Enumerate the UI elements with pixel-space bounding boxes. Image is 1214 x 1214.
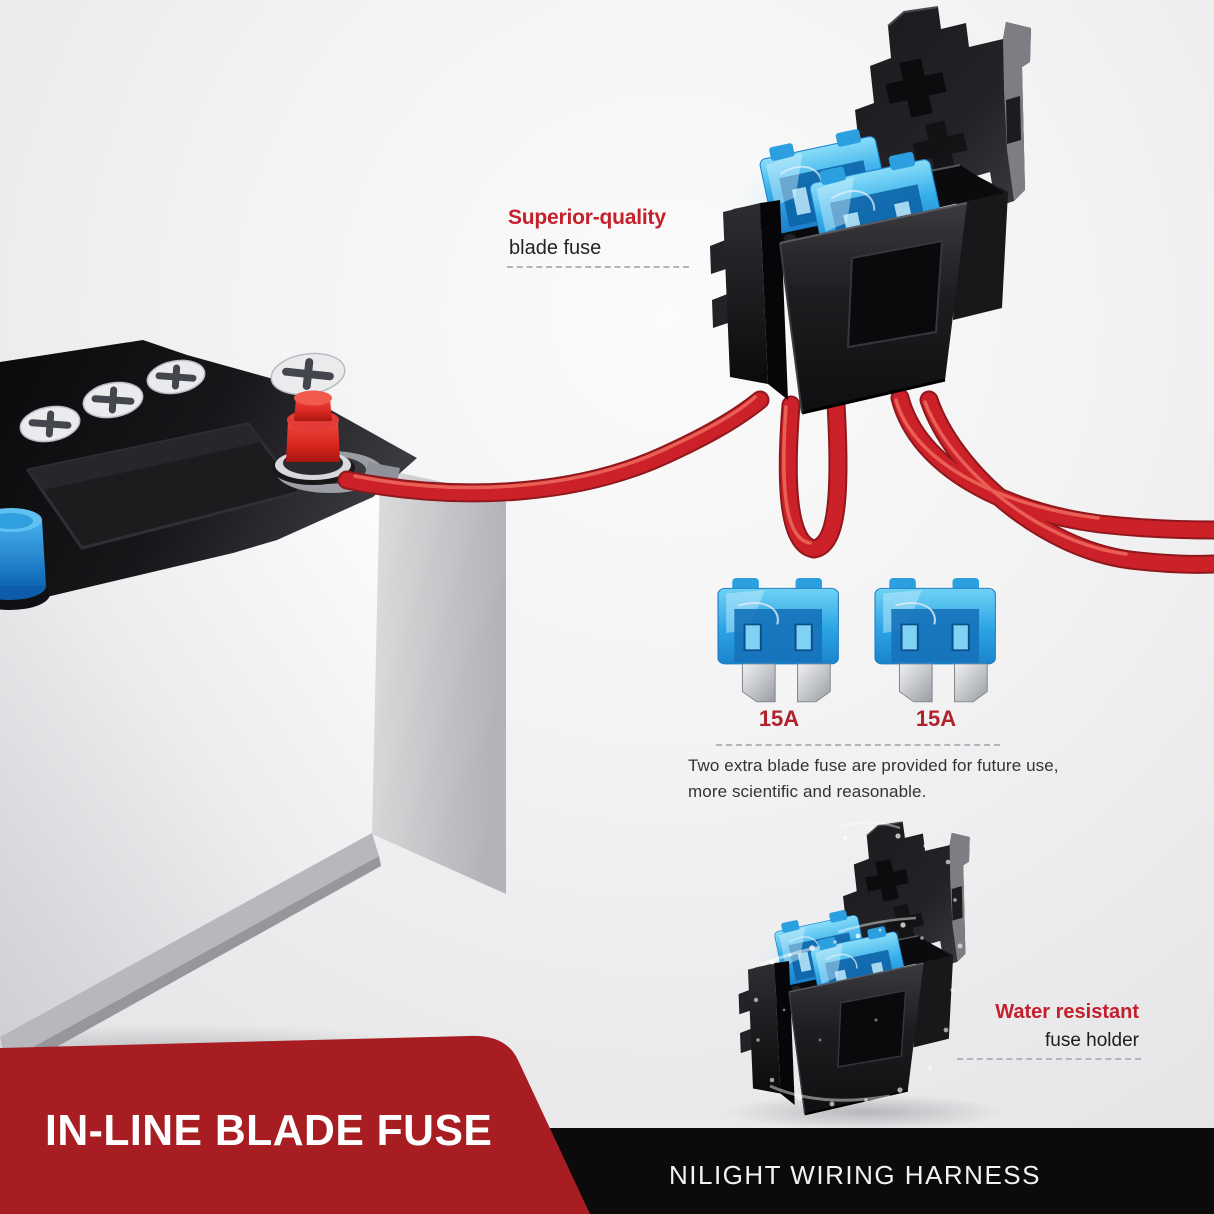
footer-brand-text: NILIGHT WIRING HARNESS [668, 1160, 1041, 1190]
superior-quality-subtitle: blade fuse [509, 237, 602, 259]
footer-black-bar [500, 1128, 1214, 1214]
water-resistant-title: Water resistant [995, 1001, 1139, 1023]
battery-caps [19, 352, 346, 443]
spare-fuses-description-line2: more scientific and reasonable. [688, 782, 927, 801]
water-resistant-subtitle: fuse holder [1044, 1030, 1139, 1051]
wire-out-lower [921, 392, 1214, 572]
water-resistant-callout: Water resistant fuse holder [839, 1001, 1139, 1052]
spare-fuses-divider [716, 744, 1000, 746]
car-battery [0, 340, 506, 1074]
holder-shadow [725, 1094, 1005, 1130]
superior-quality-title: Superior-quality [508, 206, 666, 229]
banner-title: IN-LINE BLADE FUSE [45, 1106, 493, 1155]
spare-fuses-description-line1: Two extra blade fuse are provided for fu… [688, 756, 1059, 775]
wire-loop [780, 396, 846, 557]
wire-battery-to-holder [339, 392, 768, 501]
red-banner-shape [0, 1035, 590, 1214]
superior-quality-divider [507, 266, 689, 268]
water-resistant-divider [957, 1058, 1141, 1060]
fuse-holder-top [710, 7, 1031, 413]
water-droplets [753, 821, 963, 1107]
fuse2-rating-label: 15A [915, 706, 957, 731]
fuse-holder-water-resistant [739, 822, 970, 1114]
red-wires [337, 388, 1214, 574]
spare-blade-fuse-2 [873, 576, 997, 703]
spare-blade-fuse-1 [716, 576, 840, 703]
negative-terminal [0, 508, 50, 610]
fuse1-rating-label: 15A [758, 706, 800, 731]
